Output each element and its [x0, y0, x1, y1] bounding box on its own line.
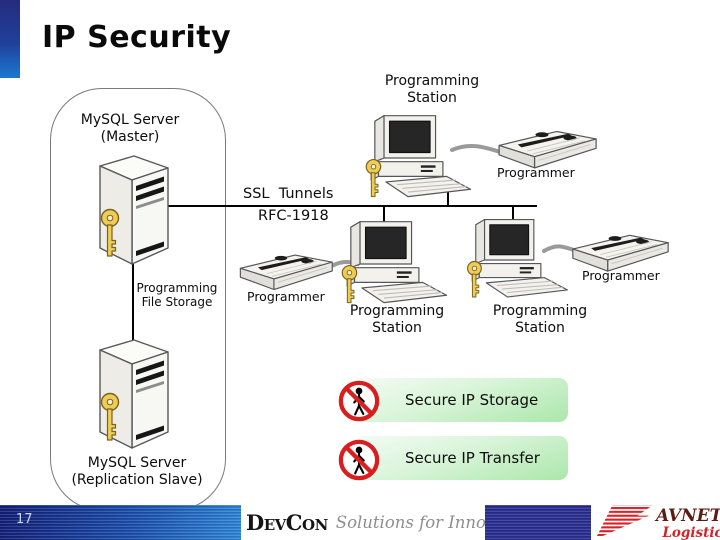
page-number: 17: [16, 512, 33, 527]
mysql-master-label: MySQL Server(Master): [80, 112, 180, 145]
avnet-logistics-label: Logistics: [662, 524, 720, 540]
secure-ip-storage-callout: Secure IP Storage: [353, 378, 568, 422]
programming-station-top-icon: [350, 112, 488, 204]
mysql-master-server-icon: [80, 150, 180, 268]
footer-bar-mid: [485, 505, 591, 540]
programming-station-mid-icon: [326, 218, 464, 310]
avnet-logo: AVNET™ Logistics: [596, 503, 720, 540]
no-pedestrian-icon: [338, 439, 380, 481]
ssl-tunnels-label: SSL Tunnels: [243, 186, 334, 202]
rfc-1918-label: RFC-1918: [258, 208, 329, 224]
programmer-top-label: Programmer: [497, 165, 575, 180]
avnet-wordmark: AVNET™: [656, 506, 720, 526]
no-pedestrian-icon: [338, 380, 380, 422]
page-title: IP Security: [42, 20, 232, 55]
secure-ip-transfer-label: Secure IP Transfer: [405, 449, 540, 467]
devcon-wordmark: DevCon: [246, 510, 328, 535]
mysql-slave-label: MySQL Server(Replication Slave): [71, 455, 203, 488]
footer-bar-left: 17: [0, 505, 241, 540]
programmer-left-label: Programmer: [247, 289, 325, 304]
secure-ip-storage-label: Secure IP Storage: [405, 391, 539, 409]
avnet-flag-icon: [596, 505, 654, 536]
accent-bar: [0, 0, 20, 78]
programmer-right-label: Programmer: [582, 268, 660, 283]
secure-ip-transfer-callout: Secure IP Transfer: [353, 436, 568, 480]
mysql-slave-server-icon: [80, 332, 180, 454]
